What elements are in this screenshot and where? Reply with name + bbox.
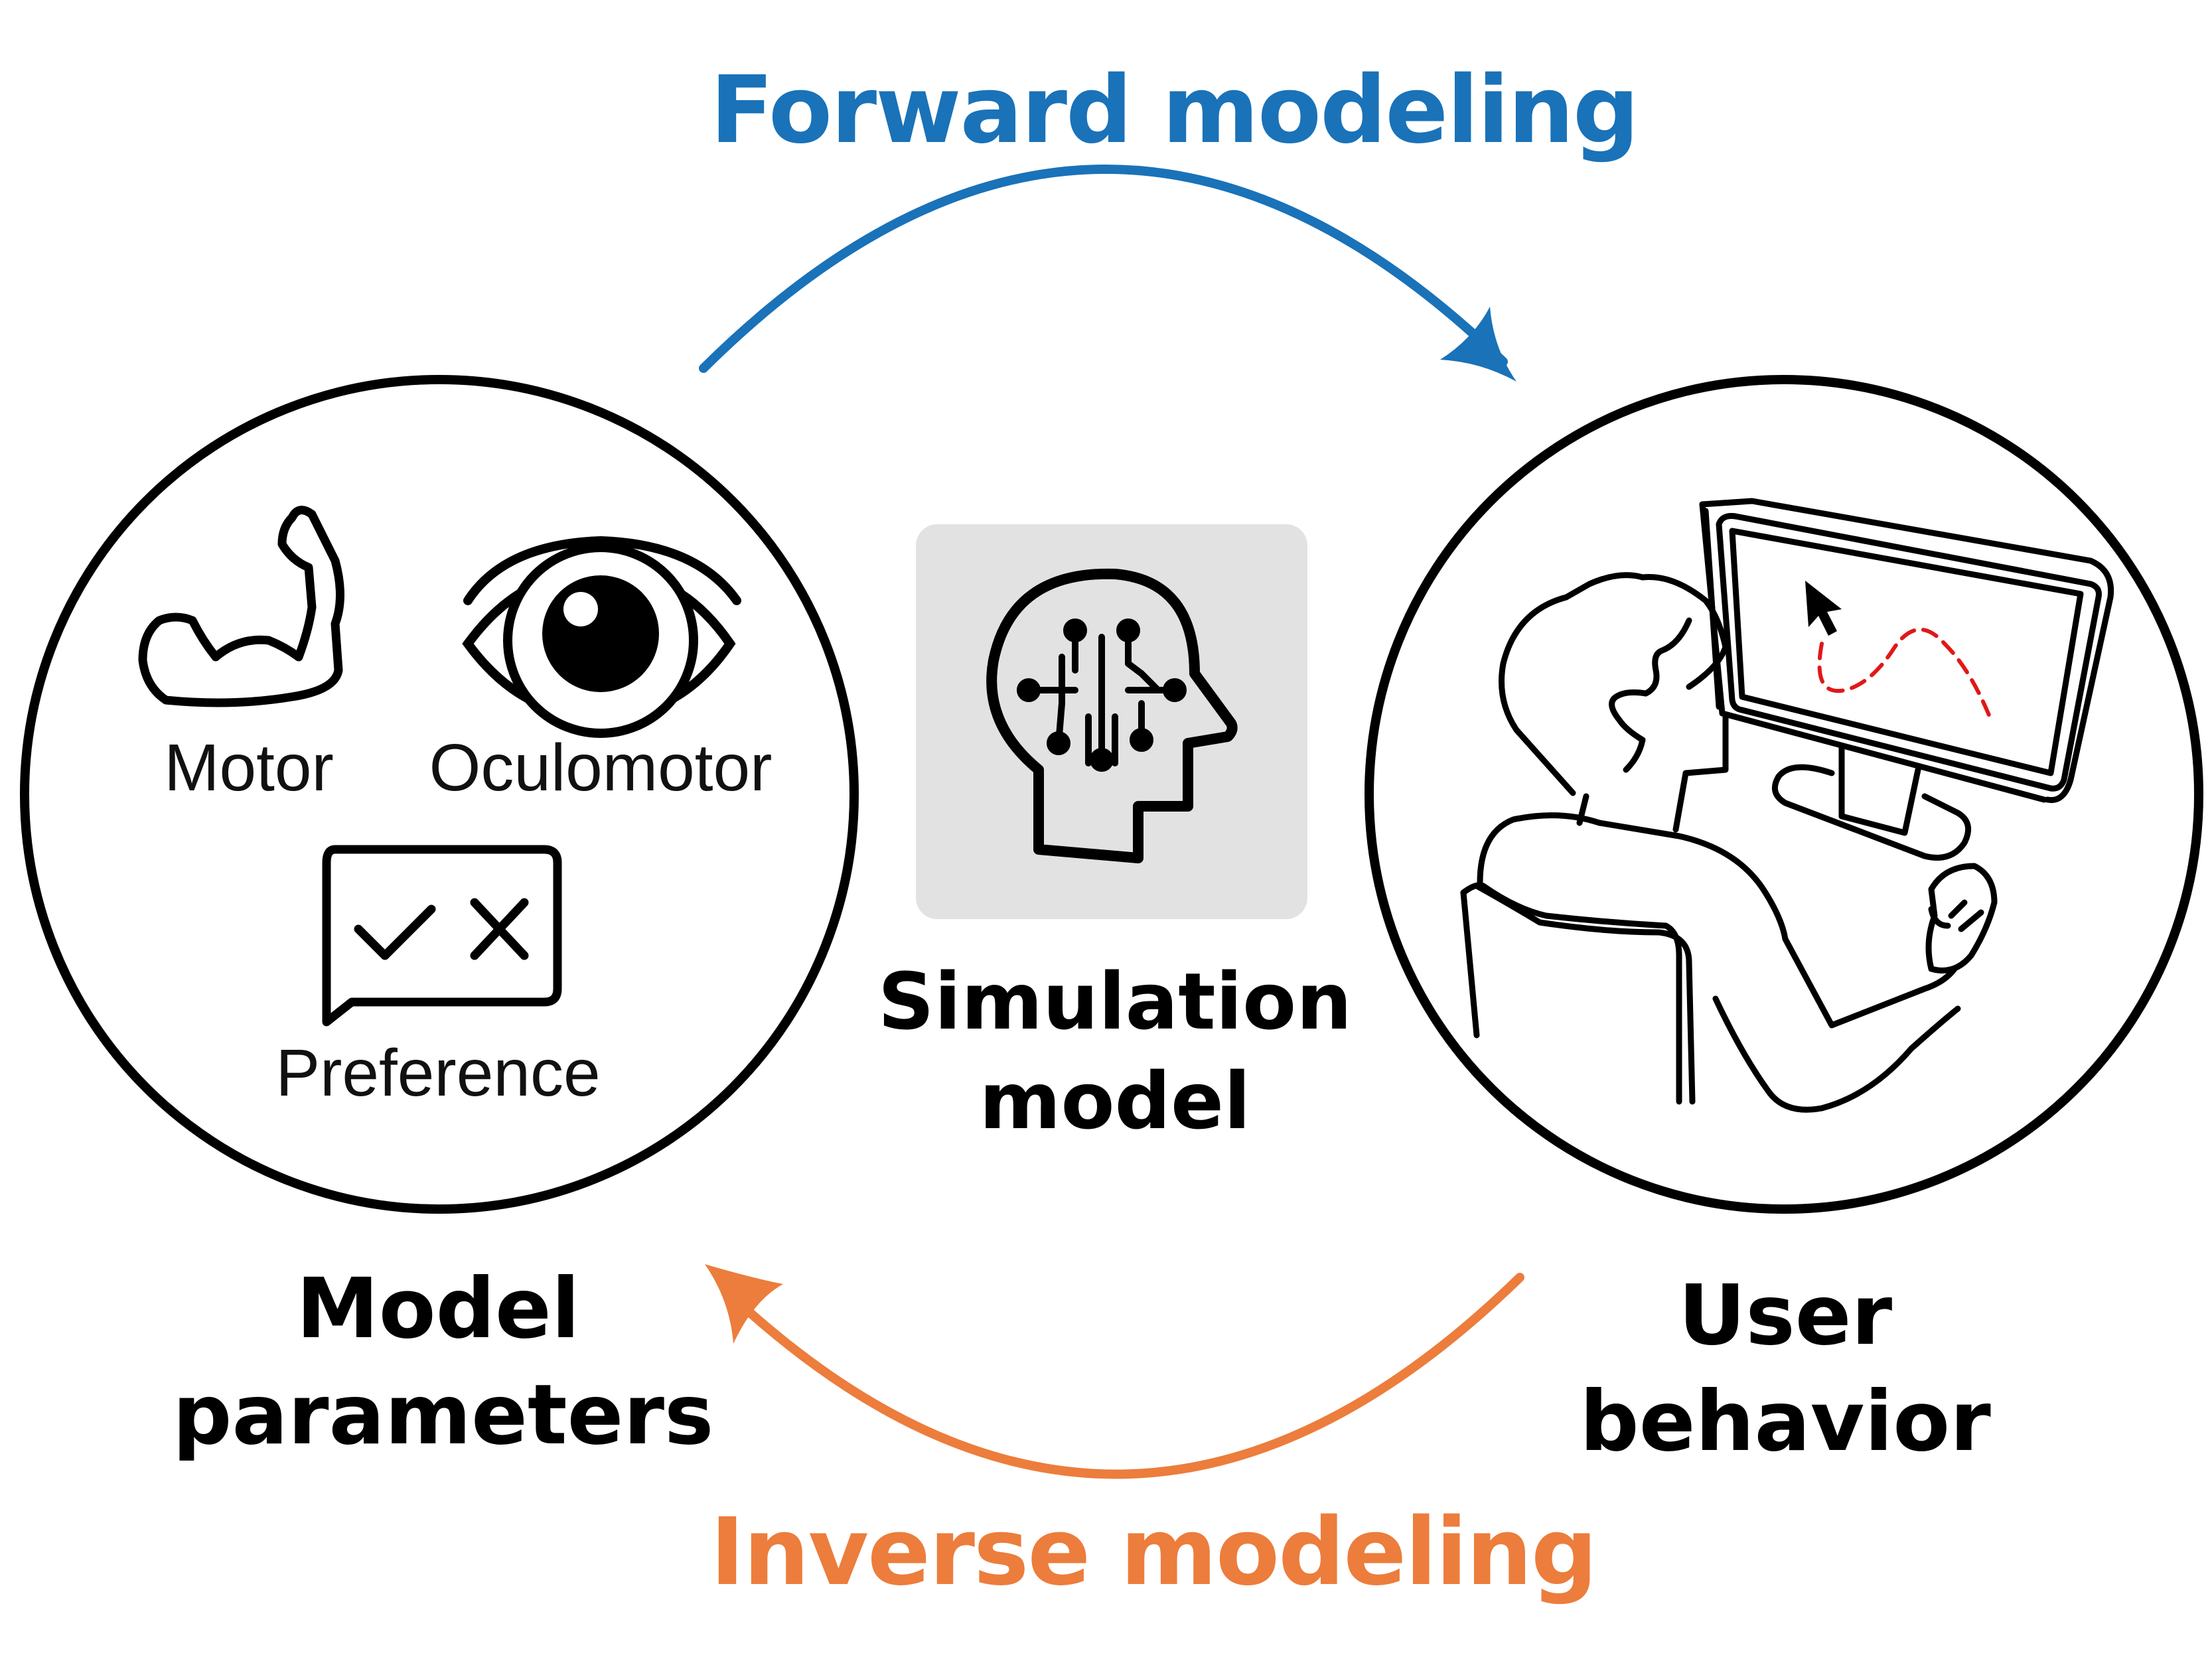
person-at-computer-icon <box>1460 498 2114 1113</box>
motor-label: Motor <box>164 731 334 805</box>
user-behavior-caption-line2: behavior <box>1580 1374 1991 1470</box>
model-parameters-caption-line1: Model <box>296 1261 580 1357</box>
model-parameters-caption-line2: parameters <box>173 1367 714 1463</box>
model-parameters-circle <box>20 375 859 1214</box>
forward-modeling-label: Forward modeling <box>710 56 1639 165</box>
simulation-model-caption-line1: Simulation <box>877 956 1353 1047</box>
user-behavior-caption-line1: User <box>1678 1267 1893 1364</box>
oculomotor-label: Oculomotor <box>429 731 773 805</box>
forward-arrow <box>699 165 1516 382</box>
check-cross-speech-bubble-icon <box>322 845 562 1027</box>
mouse-cursor-icon <box>1805 581 1993 722</box>
user-behavior-circle <box>1364 375 2203 1214</box>
simulation-model-caption-line2: model <box>979 1055 1251 1147</box>
inverse-arrow <box>705 1264 1524 1479</box>
eye-icon <box>462 536 741 738</box>
preference-label: Preference <box>275 1036 601 1110</box>
ai-head-circuit-icon <box>986 568 1238 863</box>
flexed-arm-icon <box>138 506 344 707</box>
inverse-modeling-label: Inverse modeling <box>710 1498 1597 1607</box>
